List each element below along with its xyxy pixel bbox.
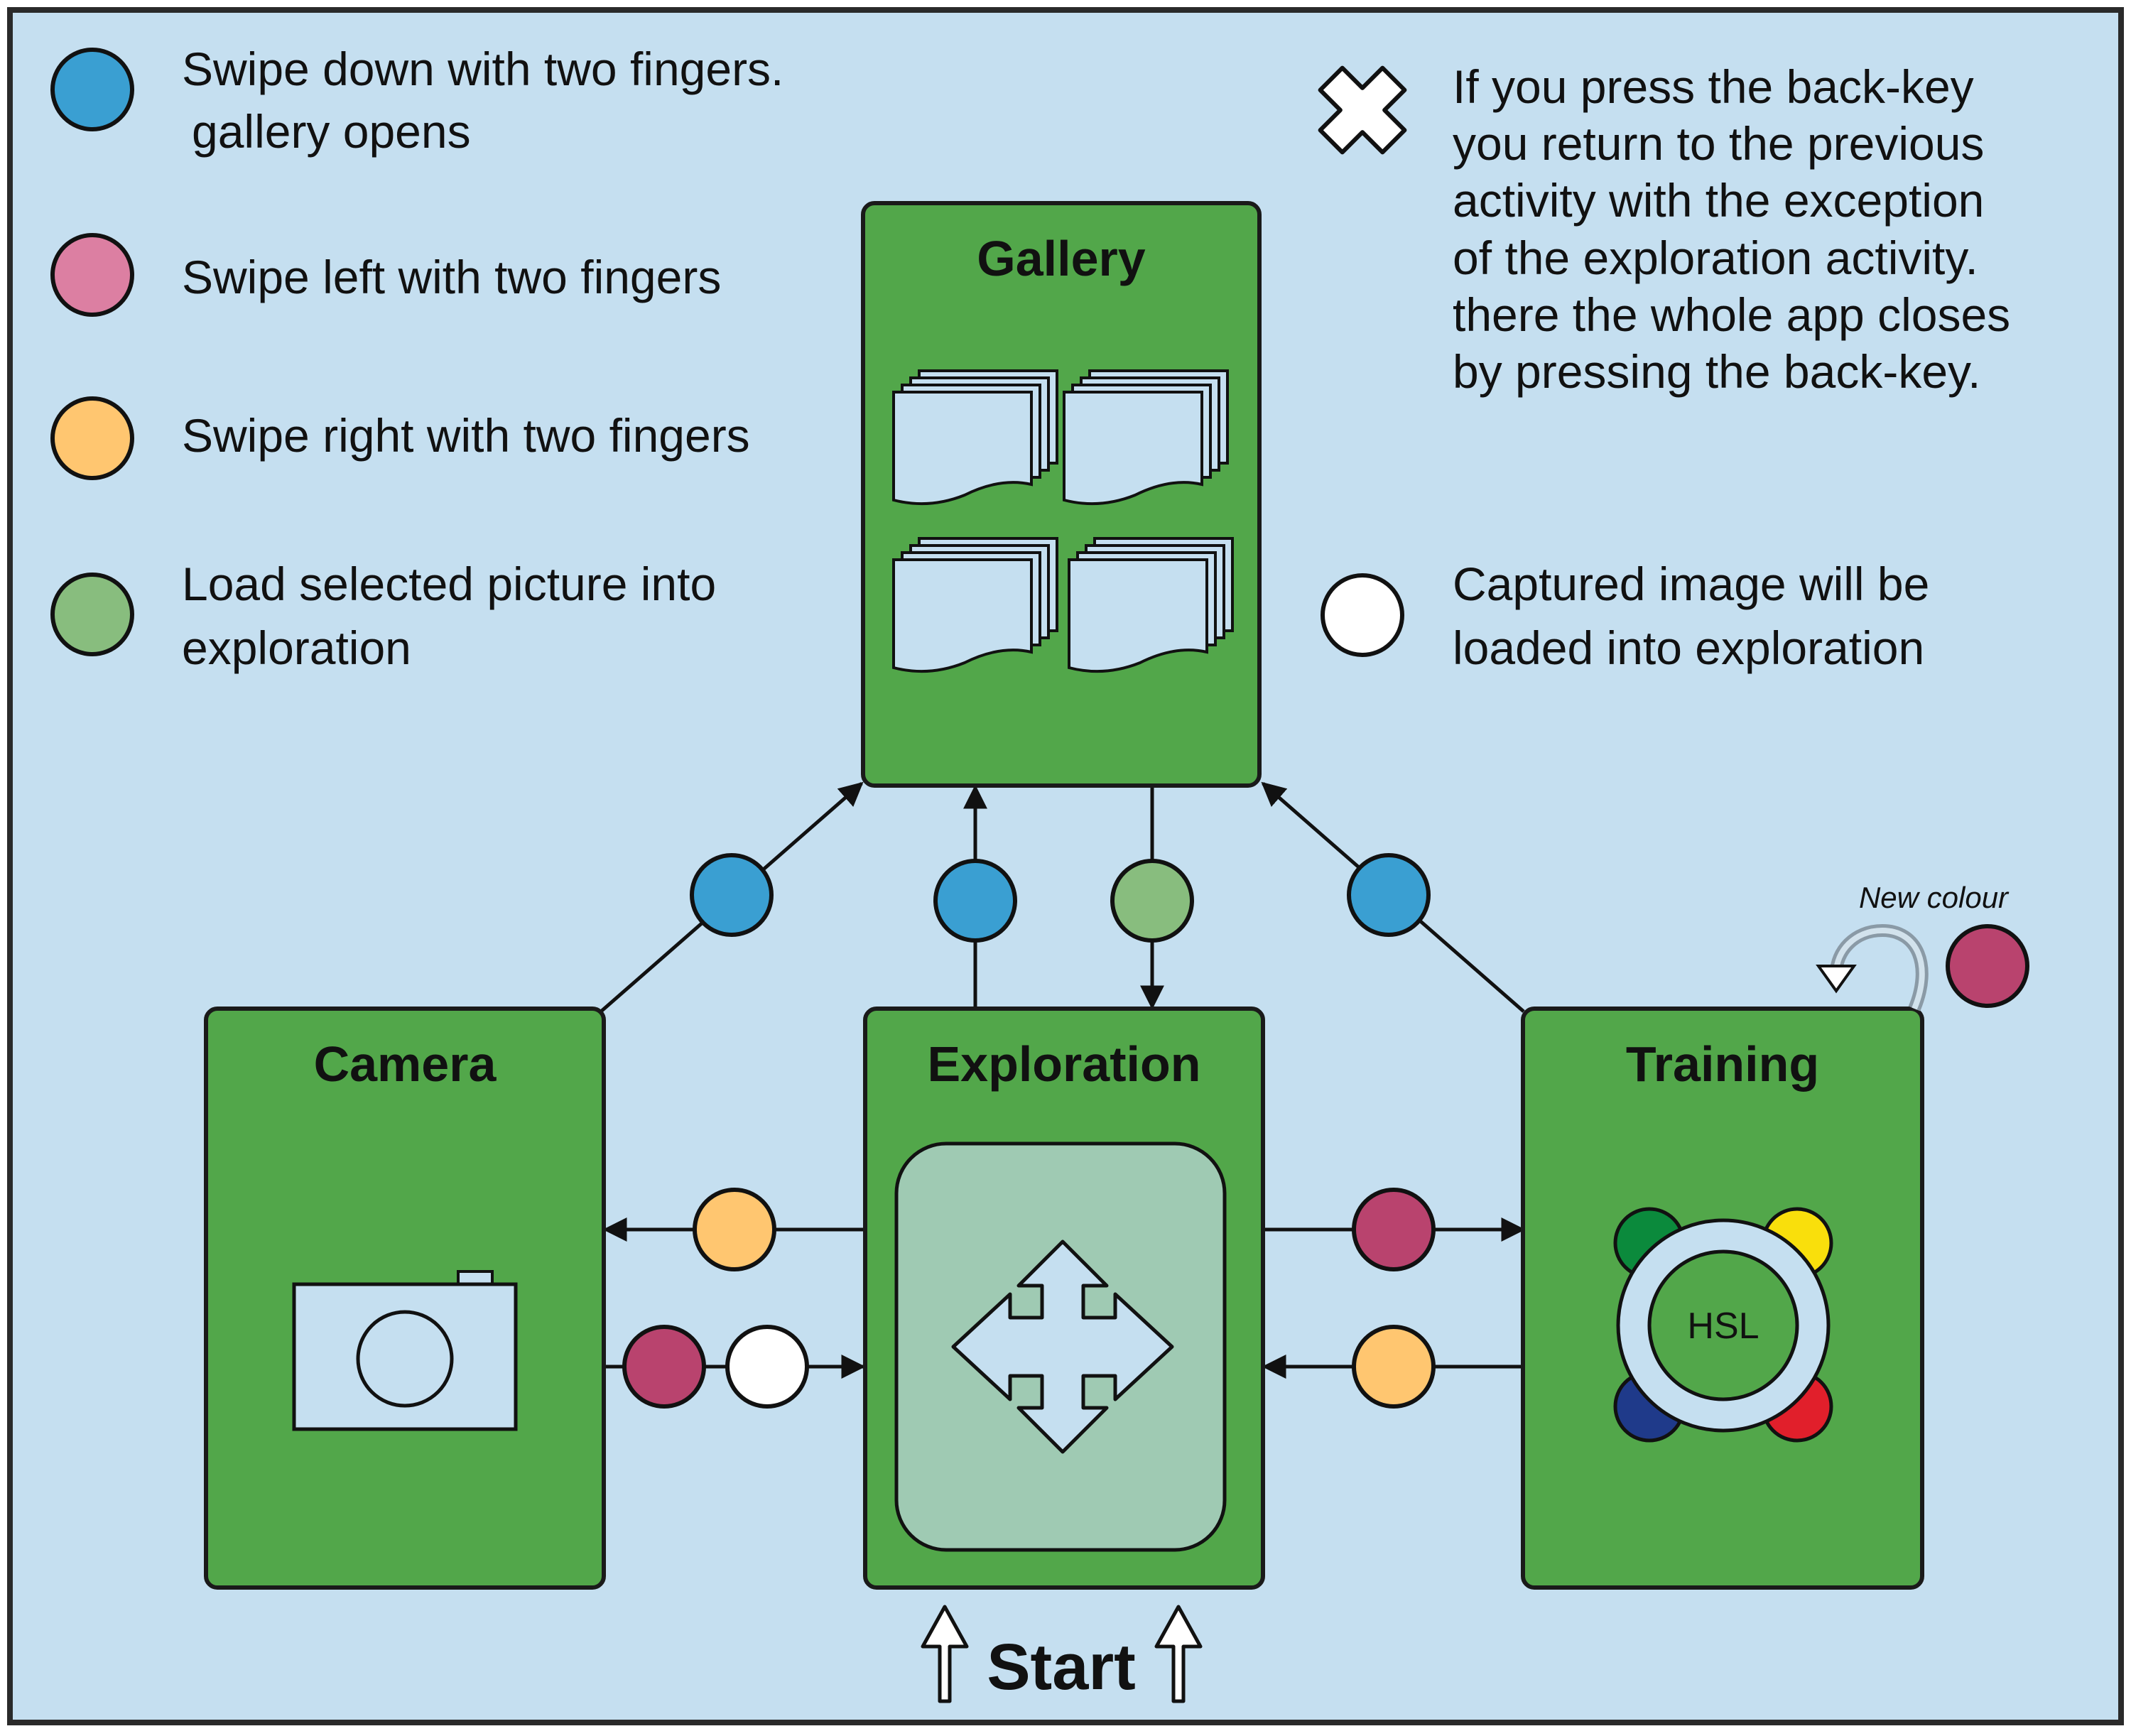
- start-marker: Start: [921, 1605, 1203, 1703]
- training-node: Training HSL New colour: [1521, 881, 2029, 1590]
- legend-back-key-line6: by pressing the back-key.: [1453, 345, 1980, 398]
- hsl-label: HSL: [1687, 1306, 1759, 1347]
- hsl-color-wheel-icon: HSL: [1613, 1207, 1833, 1443]
- blue-circle-icon: [1347, 853, 1431, 937]
- legend-swipe-down-line1: Swipe down with two fingers.: [182, 43, 783, 95]
- start-label: Start: [987, 1631, 1136, 1703]
- crimson-circle-icon: [622, 1325, 706, 1409]
- legend-captured-line1: Captured image will be: [1453, 558, 1929, 610]
- legend: Swipe down with two fingers. gallery ope…: [50, 43, 2010, 674]
- camera-title: Camera: [314, 1036, 497, 1092]
- exploration-title: Exploration: [927, 1036, 1200, 1092]
- legend-back-key-line1: If you press the back-key: [1453, 60, 1974, 113]
- x-mark-icon: [1318, 65, 1407, 155]
- blue-circle-icon: [933, 859, 1017, 943]
- legend-swipe-down-line2: gallery opens: [192, 105, 471, 158]
- legend-swipe-right: Swipe right with two fingers: [182, 409, 750, 462]
- green-circle-icon: [50, 573, 134, 656]
- exploration-node: Exploration: [863, 1007, 1265, 1590]
- legend-back-key-line4: of the exploration activity.: [1453, 232, 1978, 284]
- gallery-title: Gallery: [977, 231, 1145, 286]
- legend-captured-line2: loaded into exploration: [1453, 622, 1924, 674]
- four-way-arrow-icon: [951, 1239, 1174, 1454]
- orange-circle-icon: [693, 1188, 776, 1271]
- pink-circle-icon: [50, 233, 134, 317]
- camera-node: Camera: [204, 1007, 606, 1590]
- camera-icon: [292, 1270, 518, 1431]
- legend-load-line2: exploration: [182, 622, 411, 674]
- orange-circle-icon: [50, 396, 134, 480]
- white-circle-icon: [1321, 573, 1404, 657]
- legend-swipe-left: Swipe left with two fingers: [182, 251, 721, 303]
- legend-load-line1: Load selected picture into: [182, 558, 716, 610]
- training-title: Training: [1626, 1036, 1819, 1092]
- up-arrow-icon: [921, 1605, 969, 1703]
- new-colour-label: New colour: [1859, 881, 2010, 914]
- orange-circle-icon: [1352, 1325, 1436, 1409]
- crimson-circle-icon: [1352, 1188, 1436, 1271]
- legend-back-key-line5: there the whole app closes: [1453, 288, 2010, 341]
- blue-circle-icon: [690, 853, 774, 937]
- legend-back-key-line2: you return to the previous: [1453, 117, 1984, 170]
- gallery-node: Gallery: [861, 201, 1262, 788]
- up-arrow-icon: [1154, 1605, 1203, 1703]
- white-circle-icon: [725, 1325, 809, 1409]
- gesture-dots: [622, 853, 1436, 1409]
- legend-back-key-line3: activity with the exception: [1453, 174, 1984, 227]
- blue-circle-icon: [50, 48, 134, 131]
- new-colour-dot: [1946, 924, 2029, 1008]
- green-circle-icon: [1110, 859, 1194, 943]
